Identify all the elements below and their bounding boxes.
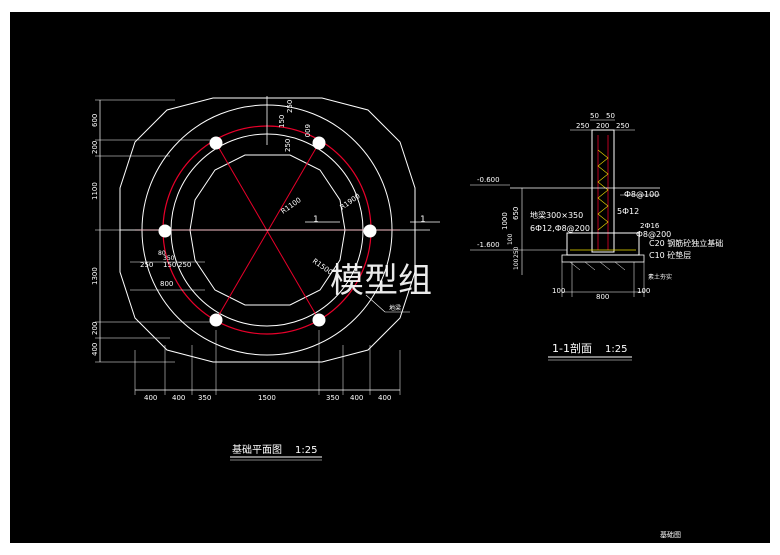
bottom-dim: 1500 [258,394,276,402]
bottom-dim: 400 [350,394,363,402]
bottom-dim: 350 [326,394,339,402]
hatch [599,261,611,271]
mid-dim: 150 [163,261,176,269]
left-dim: 1100 [91,182,99,200]
section-note: 地梁300×350 [530,210,583,220]
footer-label: 基础图 [660,530,681,539]
section-note: Ф8@100 [624,190,659,199]
column-circle [363,224,377,238]
radius-label: R1900 [339,192,362,212]
watermark: 模型组 [330,261,432,301]
left-dim: 600 [91,114,99,127]
section-left-dim: 1000 [501,212,509,230]
column-circle [209,136,223,150]
bottom-dim: 400 [378,394,391,402]
mid-dim: 350 [163,255,175,262]
left-dim: 200 [91,322,99,335]
beam-leader [365,294,386,313]
section-top-dim: 200 [596,122,609,130]
section-note: 6Ф12,Ф8@200 [530,224,590,233]
section-note: 2Ф16 [640,222,660,230]
column-ties [597,149,609,231]
section-top-dim: 250 [616,122,629,130]
section-note: 素土夯实 [648,273,672,281]
left-dim: 200 [91,141,99,154]
level-label: -1.600 [477,241,500,249]
section-note: Ф8@200 [636,230,671,239]
mid-dim: 80 [158,250,166,257]
bottom-dim: 400 [144,394,157,402]
section-top-dim: 50 [590,112,599,120]
outer-octagon [119,97,416,363]
top-dim: 250 [286,100,294,113]
section-left-dim: 100 [513,258,520,270]
cad-sheet [10,12,770,543]
column-circle [158,224,172,238]
top-dim: 250 [284,139,292,152]
pad-concrete [561,254,645,263]
top-dim: 150 [278,115,286,128]
beam-label: 地梁 [389,304,401,312]
section-left-dim: 100 [507,233,514,245]
bottom-dim: 400 [172,394,185,402]
section-mark-left: 1 [313,215,319,225]
left-dim: 400 [91,343,99,356]
column-circle [312,136,326,150]
section-mark-right: 1 [420,215,426,225]
section-note: 5Ф12 [617,207,639,216]
section-bottom-dim: 800 [596,293,609,301]
plan-scale: 1:25 [295,445,317,456]
inner-octagon [189,154,346,306]
bottom-dim: 350 [198,394,211,402]
section-bottom-dim: 100 [552,287,565,295]
section-left-dim: 650 [512,207,520,220]
column-circle [209,313,223,327]
mid-dim: 250 [140,261,153,269]
mid-dim: 250 [178,261,191,269]
section-scale: 1:25 [605,344,627,355]
section-note: C10 砼垫层 [649,250,691,260]
section-note: C20 钢筋砼独立基础 [649,238,723,248]
radial-line [215,142,320,321]
column-circle [312,313,326,327]
section-detail: 50 50 250 200 250 -0.600 -1.600 1000 650… [470,112,723,361]
section-left-dim: 250 [513,246,520,258]
mid-dim: 800 [160,280,173,288]
section-column [591,129,615,253]
section-top-dim: 250 [576,122,589,130]
left-dim: 1300 [91,267,99,285]
hatch [614,261,626,271]
section-bottom-dim: 100 [637,287,650,295]
top-dim: 600 [303,124,311,137]
hatch [584,261,596,271]
radius-label: R1100 [280,196,303,216]
section-title: 1-1剖面 [552,341,592,355]
section-top-dim: 50 [606,112,615,120]
level-label: -0.600 [477,176,500,184]
plan-title: 基础平面图 [232,443,282,456]
hatch [569,261,581,271]
